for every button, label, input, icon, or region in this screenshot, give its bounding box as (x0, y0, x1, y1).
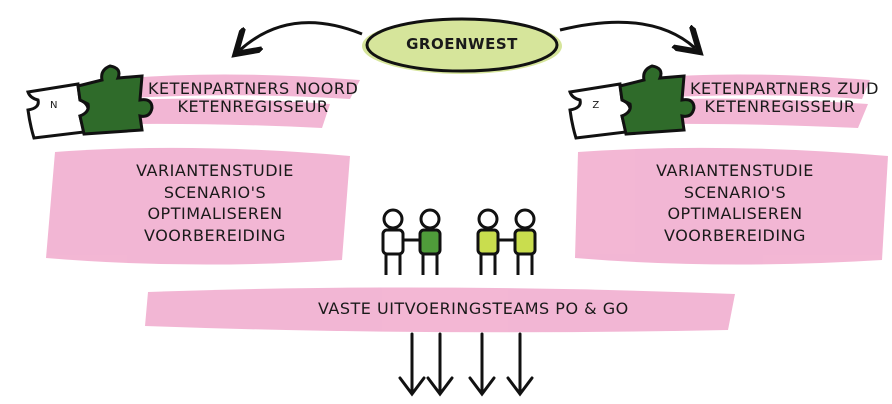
south-step-2: SCENARIO'S (683, 182, 787, 202)
south-step-1: VARIANTENSTUDIE (656, 161, 814, 180)
teams-label: VASTE UITVOERINGSTEAMS PO & GO (318, 299, 629, 318)
north-steps: VARIANTENSTUDIE SCENARIO'S OPTIMALISEREN… (120, 160, 310, 246)
south-line-1: KETENPARTNERS ZUID (690, 79, 879, 98)
north-step-4: VOORBEREIDING (144, 225, 286, 245)
north-step-1: VARIANTENSTUDIE (136, 161, 294, 180)
puzzle-south-icon (568, 64, 696, 140)
down-arrows (398, 332, 534, 397)
pink-brush-strokes (46, 74, 888, 333)
north-line-1: KETENPARTNERS NOORD (148, 79, 359, 98)
north-line-2: KETENREGISSEUR (177, 96, 329, 116)
puzzle-north-icon (26, 64, 154, 140)
south-header: KETENPARTNERS ZUID KETENREGISSEUR (690, 79, 879, 116)
north-step-3: OPTIMALISEREN (147, 204, 283, 224)
south-steps: VARIANTENSTUDIE SCENARIO'S OPTIMALISEREN… (640, 160, 830, 246)
puzzle-north-letter: N (50, 100, 58, 111)
south-line-2: KETENREGISSEUR (704, 96, 856, 116)
arrow-right (559, 20, 695, 48)
south-step-4: VOORBEREIDING (664, 225, 806, 245)
groenwest-ellipse (362, 17, 562, 74)
groenwest-label: GROENWEST (406, 35, 518, 53)
north-header: KETENPARTNERS NOORD KETENREGISSEUR (148, 80, 358, 116)
team-people-icon (381, 208, 537, 275)
south-step-3: OPTIMALISEREN (667, 204, 803, 224)
arrow-left (240, 21, 363, 50)
north-step-2: SCENARIO'S (163, 182, 267, 202)
puzzle-south-letter: Z (592, 100, 600, 111)
